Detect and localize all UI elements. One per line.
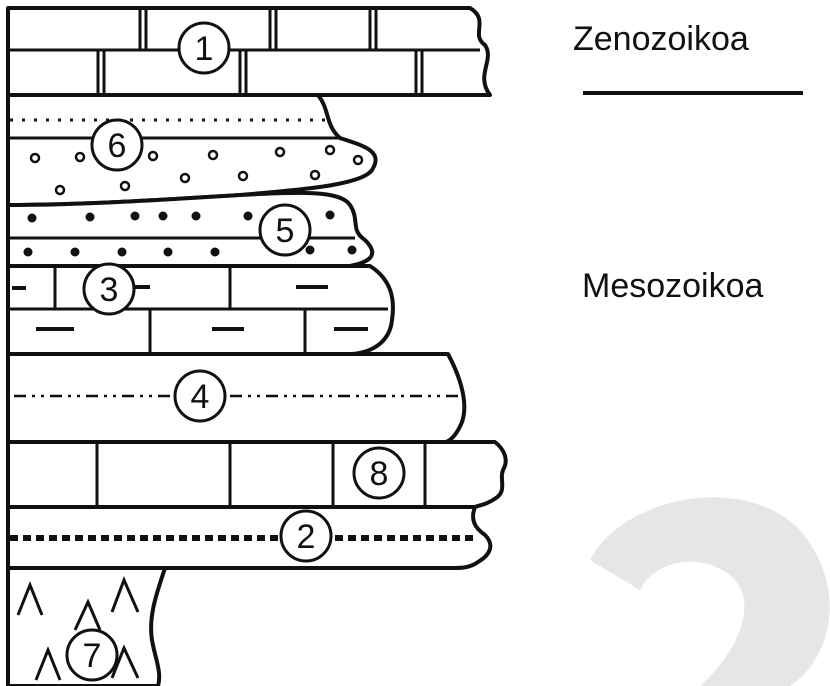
layer-label-2-text: 2 [297,518,316,556]
layer-label-2: 2 [281,511,331,561]
watermark [590,497,830,686]
layer-label-1: 1 [179,23,229,73]
layer-label-6: 6 [92,120,142,170]
layer-label-5-text: 5 [276,212,295,250]
layer-label-7: 7 [67,630,117,680]
layer-label-8-text: 8 [370,455,389,493]
layer-4-siltstone [8,354,464,442]
era-label-lower: Mesozoikoa [582,267,764,305]
layer-2-shale [8,507,490,568]
layer-label-3-text: 3 [100,271,119,309]
layer-label-4-text: 4 [191,378,210,416]
layer-5-sandstone [8,193,372,266]
layer-label-5: 5 [260,205,310,255]
layer-label-4: 4 [175,371,225,421]
layer-label-3: 3 [84,264,134,314]
layer-label-8: 8 [354,448,404,498]
layer-8-limestone [8,442,506,507]
layer-label-6-text: 6 [108,127,127,165]
layer-6-conglomerate [8,95,376,205]
layer-3-marly-limestone [8,266,393,354]
layer-1-limestone [8,8,490,95]
layer-label-1-text: 1 [195,30,214,68]
era-label-upper: Zenozoikoa [573,20,749,58]
layer-label-7-text: 7 [83,637,102,675]
